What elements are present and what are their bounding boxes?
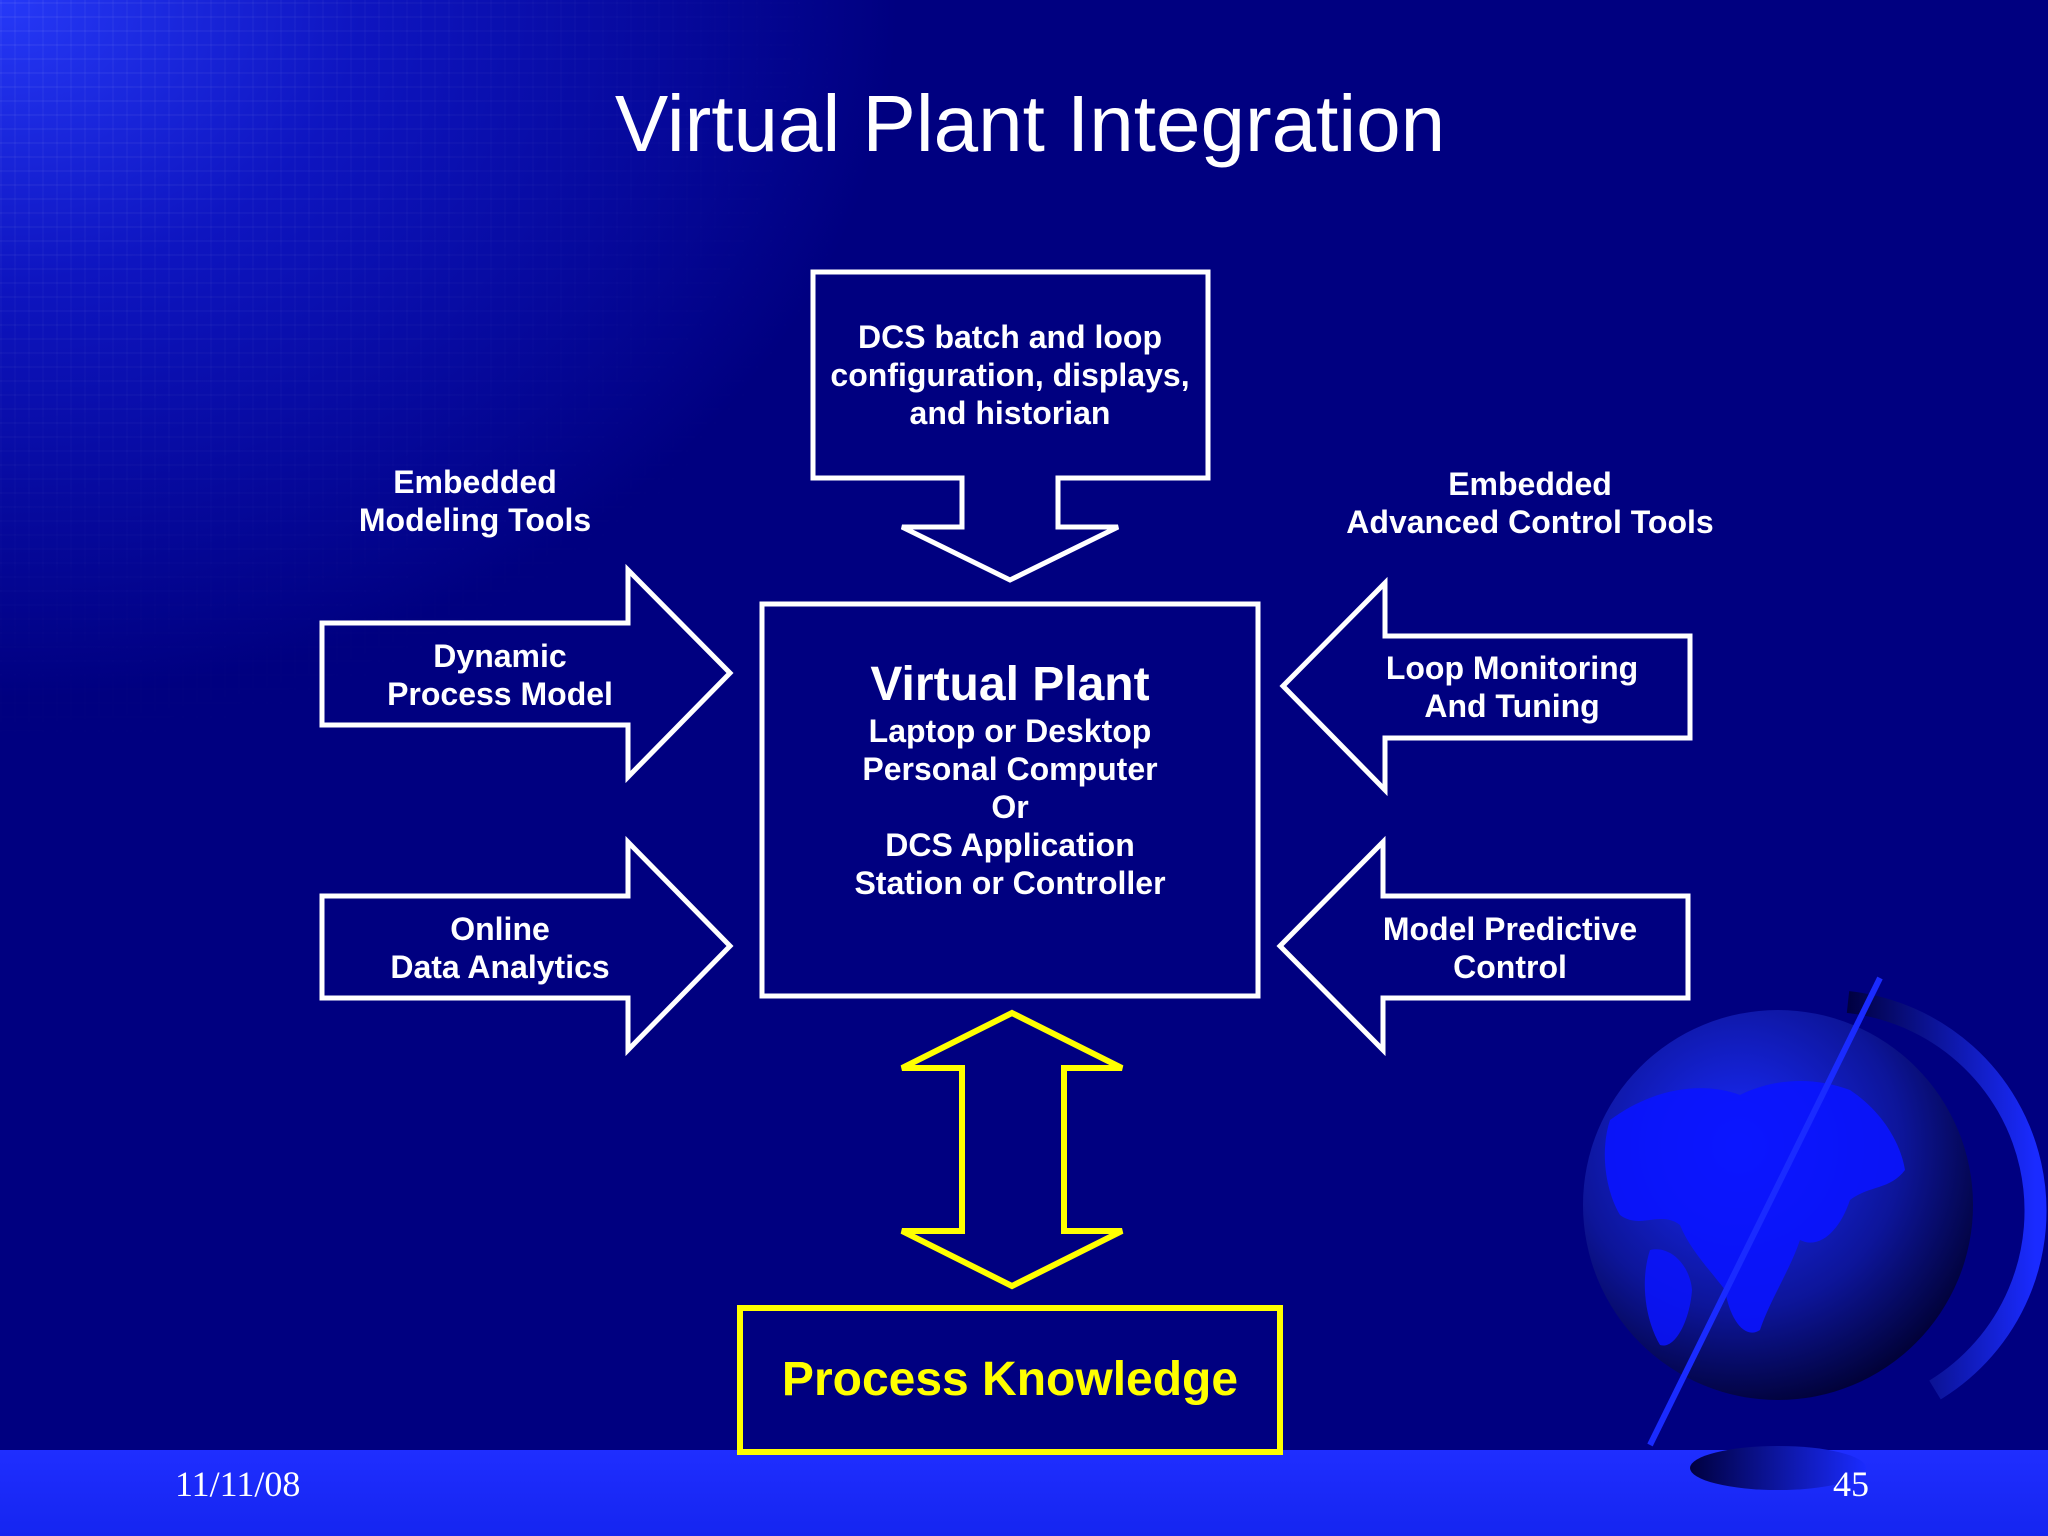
dcs-config-line-3: and historian bbox=[909, 395, 1111, 431]
mpc-label: Model Predictive Control bbox=[1360, 910, 1660, 986]
embedded-modeling-label: Embedded Modeling Tools bbox=[325, 463, 625, 539]
virtual-plant-title: Virtual Plant bbox=[870, 658, 1150, 711]
virtual-plant-line-2: Personal Computer bbox=[862, 751, 1158, 787]
virtual-plant-line-1: Laptop or Desktop bbox=[868, 713, 1152, 749]
dynamic-model-line-1: Dynamic bbox=[433, 638, 567, 674]
online-analytics-label: Online Data Analytics bbox=[350, 910, 650, 986]
slide-title: Virtual Plant Integration bbox=[614, 79, 1446, 168]
virtual-plant-line-4: DCS Application bbox=[885, 827, 1135, 863]
loop-monitoring-line-1: Loop Monitoring bbox=[1385, 650, 1639, 686]
virtual-plant-label: Virtual Plant Laptop or Desktop Personal… bbox=[762, 658, 1258, 902]
embedded-modeling-line-2: Modeling Tools bbox=[358, 502, 592, 538]
process-knowledge-box bbox=[737, 1305, 1283, 1455]
footer-date: 11/11/08 bbox=[175, 1464, 301, 1504]
mpc-line-2: Control bbox=[1453, 949, 1567, 985]
embedded-advanced-line-2: Advanced Control Tools bbox=[1346, 504, 1714, 540]
mpc-arrow bbox=[1276, 835, 1691, 1057]
online-analytics-arrow bbox=[319, 835, 734, 1057]
loop-monitoring-line-2: And Tuning bbox=[1424, 688, 1600, 724]
dynamic-model-label: Dynamic Process Model bbox=[350, 637, 650, 713]
online-analytics-line-1: Online bbox=[450, 911, 550, 947]
globe-icon bbox=[1583, 976, 2047, 1490]
dcs-config-label: DCS batch and loop configuration, displa… bbox=[812, 318, 1208, 432]
dynamic-model-arrow bbox=[319, 563, 734, 784]
virtual-plant-line-5: Station or Controller bbox=[854, 865, 1166, 901]
embedded-modeling-line-1: Embedded bbox=[393, 464, 557, 500]
dcs-config-line-1: DCS batch and loop bbox=[858, 319, 1162, 355]
loop-monitoring-label: Loop Monitoring And Tuning bbox=[1362, 649, 1662, 725]
dcs-config-line-2: configuration, displays, bbox=[830, 357, 1190, 393]
online-analytics-line-2: Data Analytics bbox=[390, 949, 610, 985]
embedded-advanced-label: Embedded Advanced Control Tools bbox=[1300, 465, 1760, 541]
loop-monitoring-arrow bbox=[1279, 576, 1693, 797]
mpc-line-1: Model Predictive bbox=[1382, 911, 1638, 947]
footer-page-number: 45 bbox=[1833, 1464, 1869, 1504]
embedded-advanced-line-1: Embedded bbox=[1448, 466, 1612, 502]
background-pattern bbox=[0, 0, 900, 760]
process-knowledge-label: Process Knowledge bbox=[781, 1353, 1239, 1406]
process-knowledge-double-arrow bbox=[900, 1009, 1124, 1290]
virtual-plant-box bbox=[759, 601, 1261, 999]
virtual-plant-line-3: Or bbox=[991, 789, 1029, 825]
dcs-config-arrow bbox=[810, 269, 1211, 583]
dynamic-model-line-2: Process Model bbox=[387, 676, 613, 712]
